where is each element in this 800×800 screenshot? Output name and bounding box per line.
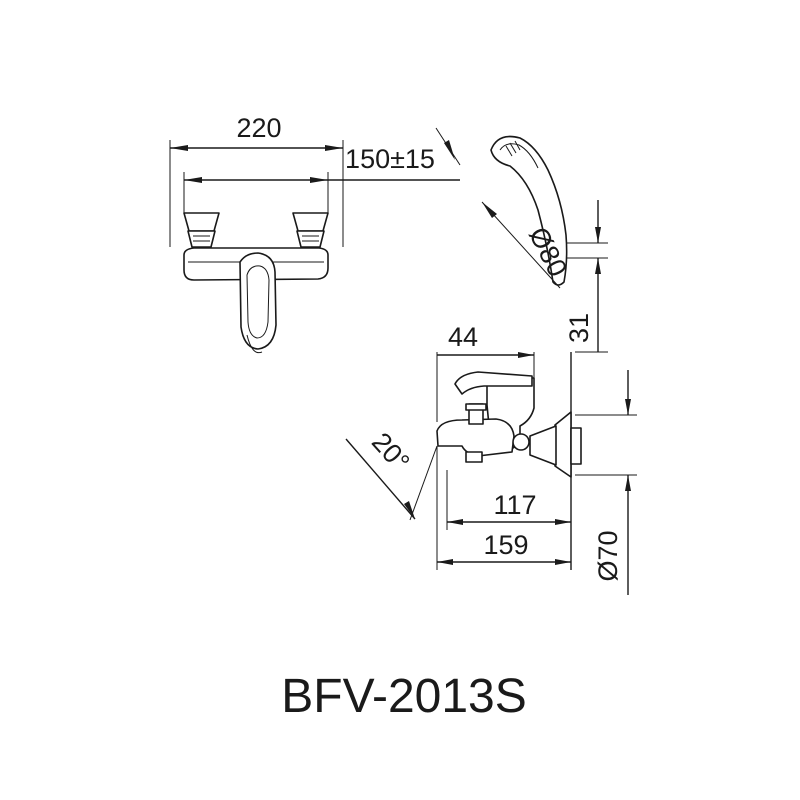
- dim-label-31: 31: [564, 313, 594, 343]
- dimension-220: 220: [169, 113, 344, 247]
- front-view-mixer: [183, 212, 329, 354]
- dimension-159: 159: [436, 500, 571, 570]
- side-view-mixer: [436, 352, 582, 570]
- dimension-117: 117: [446, 470, 571, 530]
- dimension-31: 31: [564, 200, 608, 353]
- dim-label-d70: Ø70: [593, 530, 623, 581]
- dim-label-159: 159: [483, 530, 528, 560]
- dimension-angle-20: 20°: [345, 427, 438, 521]
- dim-label-44: 44: [448, 322, 478, 352]
- dimension-44: 44: [436, 322, 535, 422]
- dimension-150: 150±15: [183, 144, 460, 213]
- dim-label-117: 117: [493, 490, 536, 520]
- dimension-d70: Ø70: [575, 370, 637, 595]
- dim-label-150: 150±15: [345, 144, 435, 174]
- hand-shower: [490, 135, 568, 286]
- dim-label-220: 220: [236, 113, 281, 143]
- model-name: BFV-2013S: [281, 670, 526, 723]
